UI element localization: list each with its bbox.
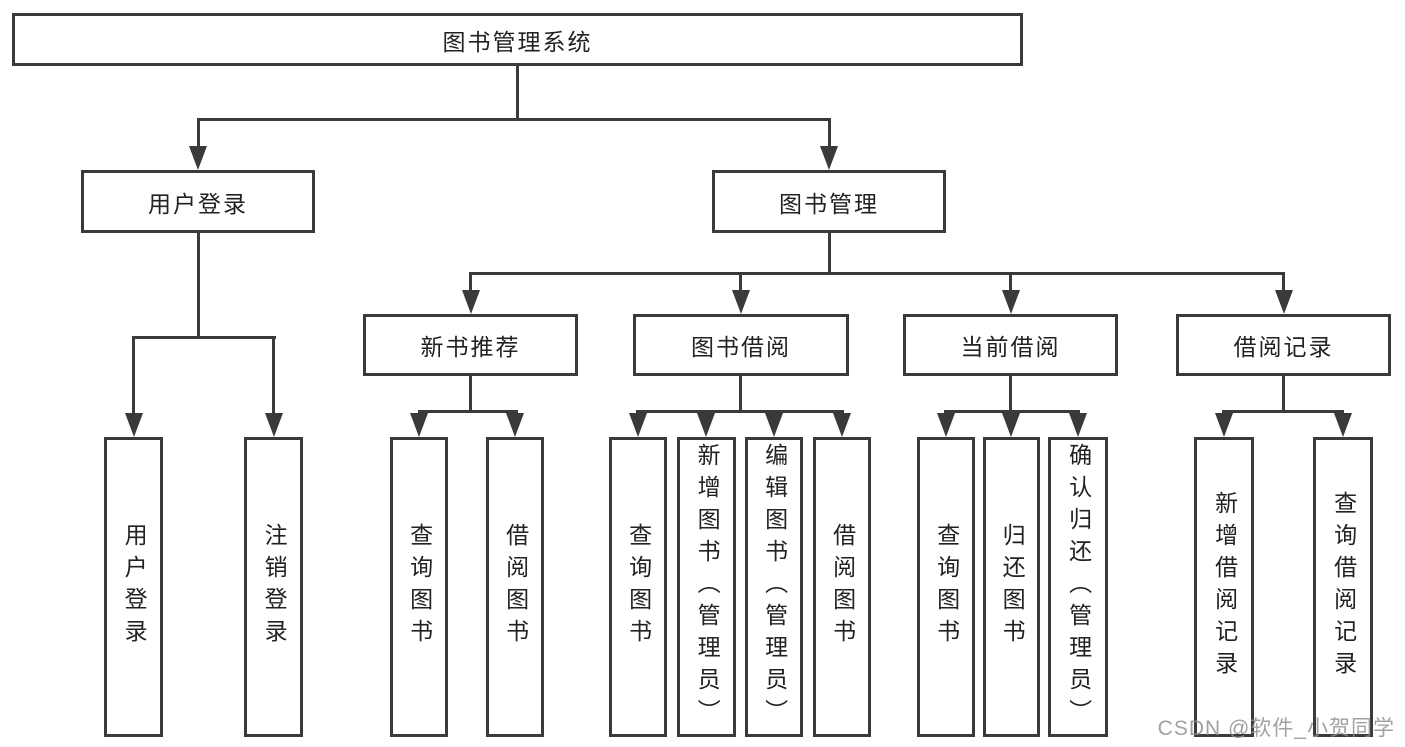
- connector-stem: [828, 118, 831, 150]
- arrow-down-icon: [1002, 413, 1020, 437]
- connector-stem: [197, 118, 200, 150]
- node-new-book-recommend: 新书推荐: [363, 314, 578, 376]
- arrow-down-icon: [1002, 290, 1020, 314]
- node-label: 图书管理: [779, 190, 879, 217]
- node-label: 借阅图书: [502, 523, 529, 651]
- leaf-query-books-current: 查询图书: [917, 437, 975, 737]
- node-label: 借阅记录: [1233, 334, 1334, 360]
- connector-level1-rail: [197, 118, 831, 121]
- arrow-down-icon: [1334, 413, 1352, 437]
- arrow-down-icon: [1215, 413, 1233, 437]
- arrow-down-icon: [462, 290, 480, 314]
- connector-stem: [739, 375, 742, 413]
- connector-stem: [197, 233, 200, 338]
- arrow-down-icon: [765, 413, 783, 437]
- node-book-borrow: 图书借阅: [633, 314, 849, 376]
- leaf-query-books-recommend: 查询图书: [390, 437, 448, 737]
- connector-rail: [132, 336, 276, 339]
- arrow-down-icon: [189, 146, 207, 170]
- connector-level2-rail: [469, 272, 1285, 275]
- connector-stem: [1282, 375, 1285, 413]
- node-label: 注销登录: [261, 523, 288, 651]
- leaf-confirm-return-admin: 确认归还（管理员）: [1048, 437, 1108, 737]
- arrow-down-icon: [1069, 413, 1087, 437]
- arrow-down-icon: [1275, 290, 1293, 314]
- node-label: 编辑图书（管理员）: [761, 443, 788, 731]
- arrow-down-icon: [506, 413, 524, 437]
- arrow-down-icon: [697, 413, 715, 437]
- node-label: 新增图书（管理员）: [694, 443, 721, 731]
- node-label: 查询借阅记录: [1330, 491, 1357, 683]
- arrow-down-icon: [265, 413, 283, 437]
- connector-rail: [1222, 410, 1344, 413]
- node-root: 图书管理系统: [12, 13, 1023, 66]
- connector-root-stem: [516, 64, 519, 121]
- connector-rail: [636, 410, 844, 413]
- arrow-down-icon: [410, 413, 428, 437]
- leaf-query-borrow-record: 查询借阅记录: [1313, 437, 1373, 737]
- leaf-add-borrow-record: 新增借阅记录: [1194, 437, 1254, 737]
- leaf-logout: 注销登录: [244, 437, 303, 737]
- connector-rail: [944, 410, 1080, 413]
- node-label: 借阅图书: [829, 523, 856, 651]
- arrow-down-icon: [820, 146, 838, 170]
- connector-rail: [418, 410, 518, 413]
- node-label: 查询图书: [933, 523, 960, 651]
- node-label: 图书借阅: [691, 334, 791, 360]
- leaf-borrow-books-borrow: 借阅图书: [813, 437, 871, 737]
- node-borrow-records: 借阅记录: [1176, 314, 1391, 376]
- node-current-borrow: 当前借阅: [903, 314, 1118, 376]
- connector-stem: [272, 336, 275, 416]
- arrow-down-icon: [833, 413, 851, 437]
- arrow-down-icon: [629, 413, 647, 437]
- connector-stem: [1009, 375, 1012, 413]
- connector-stem: [132, 336, 135, 416]
- node-label: 新书推荐: [420, 334, 521, 360]
- node-label: 当前借阅: [960, 334, 1061, 360]
- node-user-login: 用户登录: [81, 170, 315, 233]
- leaf-edit-book-admin: 编辑图书（管理员）: [745, 437, 803, 737]
- node-label: 查询图书: [406, 523, 433, 651]
- leaf-user-login: 用户登录: [104, 437, 163, 737]
- node-label: 确认归还（管理员）: [1065, 443, 1092, 731]
- leaf-return-book: 归还图书: [983, 437, 1040, 737]
- node-label: 用户登录: [121, 523, 148, 651]
- leaf-query-books-borrow: 查询图书: [609, 437, 667, 737]
- connector-stem: [1009, 272, 1012, 294]
- leaf-add-book-admin: 新增图书（管理员）: [677, 437, 736, 737]
- arrow-down-icon: [937, 413, 955, 437]
- connector-stem: [469, 272, 472, 294]
- csdn-watermark: CSDN @软件_小贺同学: [1157, 717, 1395, 740]
- arrow-down-icon: [125, 413, 143, 437]
- connector-stem: [828, 233, 831, 275]
- node-label: 图书管理系统: [442, 28, 593, 55]
- leaf-borrow-books-recommend: 借阅图书: [486, 437, 544, 737]
- node-label: 查询图书: [625, 523, 652, 651]
- node-book-management: 图书管理: [712, 170, 946, 233]
- connector-stem: [469, 375, 472, 413]
- connector-stem: [1282, 272, 1285, 294]
- connector-stem: [739, 272, 742, 294]
- node-label: 新增借阅记录: [1211, 491, 1238, 683]
- node-label: 用户登录: [148, 190, 248, 217]
- node-label: 归还图书: [999, 523, 1026, 651]
- arrow-down-icon: [732, 290, 750, 314]
